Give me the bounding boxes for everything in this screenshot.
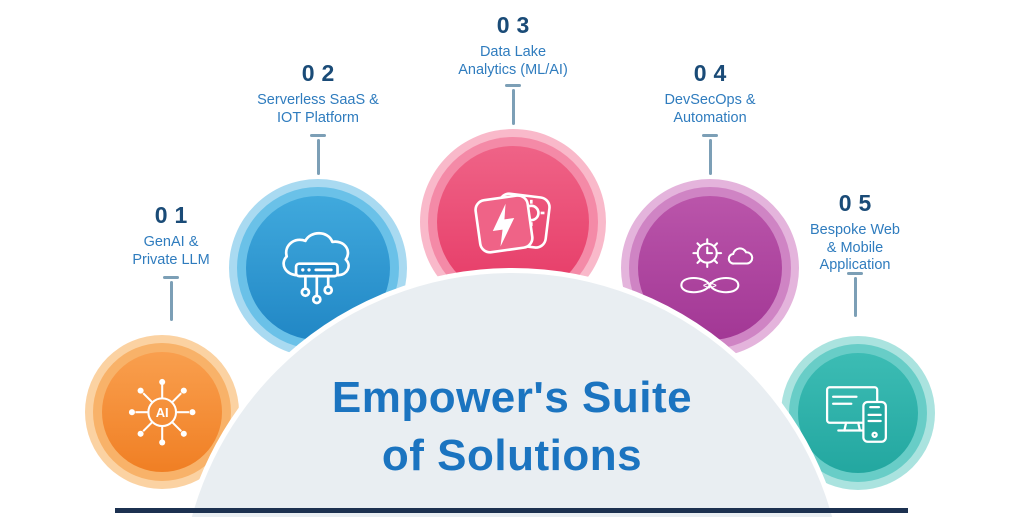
item-number: 05 [838,190,879,216]
connector-cap [163,276,179,279]
connector-pin [847,272,863,317]
item-header: 02 Serverless SaaS & IOT Platform [208,60,428,127]
item-number: 02 [301,60,342,86]
item-header: 01 GenAI & Private LLM [81,202,261,269]
item-label: DevSecOps & Automation [664,92,756,126]
connector-cap [702,134,718,137]
svg-text:AI: AI [156,405,169,420]
connector-line [169,281,173,321]
connector-cap [310,134,326,137]
item-number: 01 [154,202,195,228]
circle-core: </> [638,196,782,340]
item-label: Serverless SaaS & IOT Platform [257,92,379,126]
item-header: 03 Data Lake Analytics (ML/AI) [403,12,623,79]
connector-line [316,139,320,175]
item-label: Bespoke Web & Mobile Application [809,222,900,274]
page-title: Empower's Suite of Solutions [180,369,844,485]
connector-pin [702,134,718,175]
title-line1: Empower's Suite [331,373,693,422]
connector-pin [310,134,326,175]
svg-text:</>: </> [703,281,717,292]
devops-infinity-icon: </> [680,238,754,294]
connector-line [853,277,857,317]
connector-cap [847,272,863,275]
web-mobile-icon [825,385,887,443]
cloud-server-icon [282,232,350,305]
item-number: 03 [496,12,537,38]
circle-core: AI [102,352,222,472]
baseline [115,508,908,513]
connector-pin [505,84,521,125]
item-header: 04 DevSecOps & Automation [600,60,820,127]
item-header: 05 Bespoke Web & Mobile Application [765,190,945,275]
item-label: GenAI & Private LLM [132,234,210,268]
item-label: Data Lake Analytics (ML/AI) [458,44,568,78]
connector-line [708,139,712,175]
ai-network-icon: AI [128,378,196,446]
item-number: 04 [693,60,734,86]
serverless-circle [229,179,407,357]
connector-pin [163,276,179,321]
genai-circle: AI [85,335,239,489]
title-line2: of Solutions [381,431,643,481]
ml-analytics-icon [474,192,552,254]
circle-core [798,353,918,473]
connector-line [511,89,515,125]
connector-cap [505,84,521,87]
